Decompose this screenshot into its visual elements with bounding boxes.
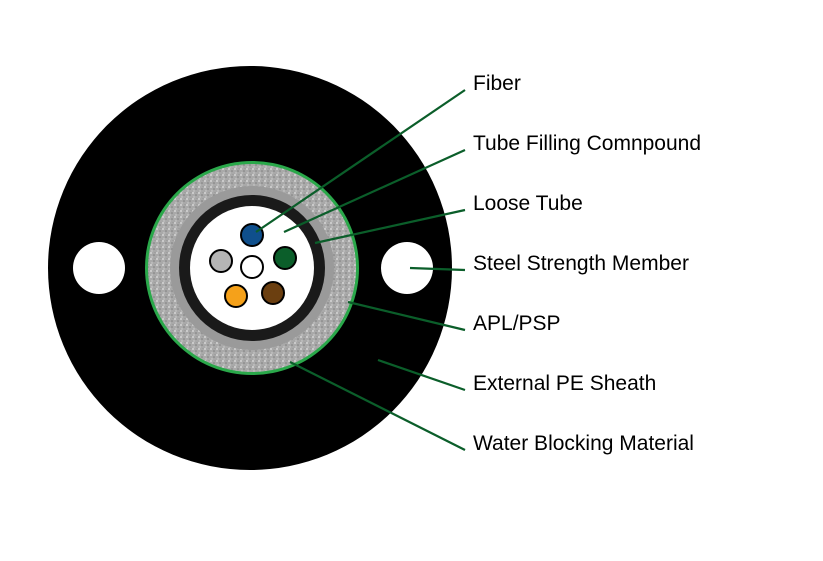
leader-line-tube-filling [283,148,466,234]
label-fiber: Fiber [473,72,521,95]
fiber-1 [240,223,264,247]
leader-lines [255,89,466,451]
fiber-4 [224,284,248,308]
leader-line-loose-tube [314,208,466,245]
fiber-5 [209,249,233,273]
leader-line-fiber [255,89,466,233]
leader-line-steel-strength-member [409,266,466,272]
label-external-pe-sheath: External PE Sheath [473,372,656,395]
label-apl-psp: APL/PSP [473,312,561,335]
steel-strength-member-left [73,242,125,294]
label-tube-filling-compound: Tube Filling Comnpound [473,132,701,155]
leader-line-apl-psp [347,300,466,332]
leader-line-water-blocking-material [289,361,466,451]
leader-line-external-pe-sheath [377,358,466,392]
label-water-blocking-material: Water Blocking Material [473,432,694,455]
fiber-2 [273,246,297,270]
fiber-3 [261,281,285,305]
label-steel-strength-member: Steel Strength Member [473,252,689,275]
fiber-6 [240,255,264,279]
label-loose-tube: Loose Tube [473,192,583,215]
fiber-group [209,223,297,308]
steel-strength-member-right [381,242,433,294]
